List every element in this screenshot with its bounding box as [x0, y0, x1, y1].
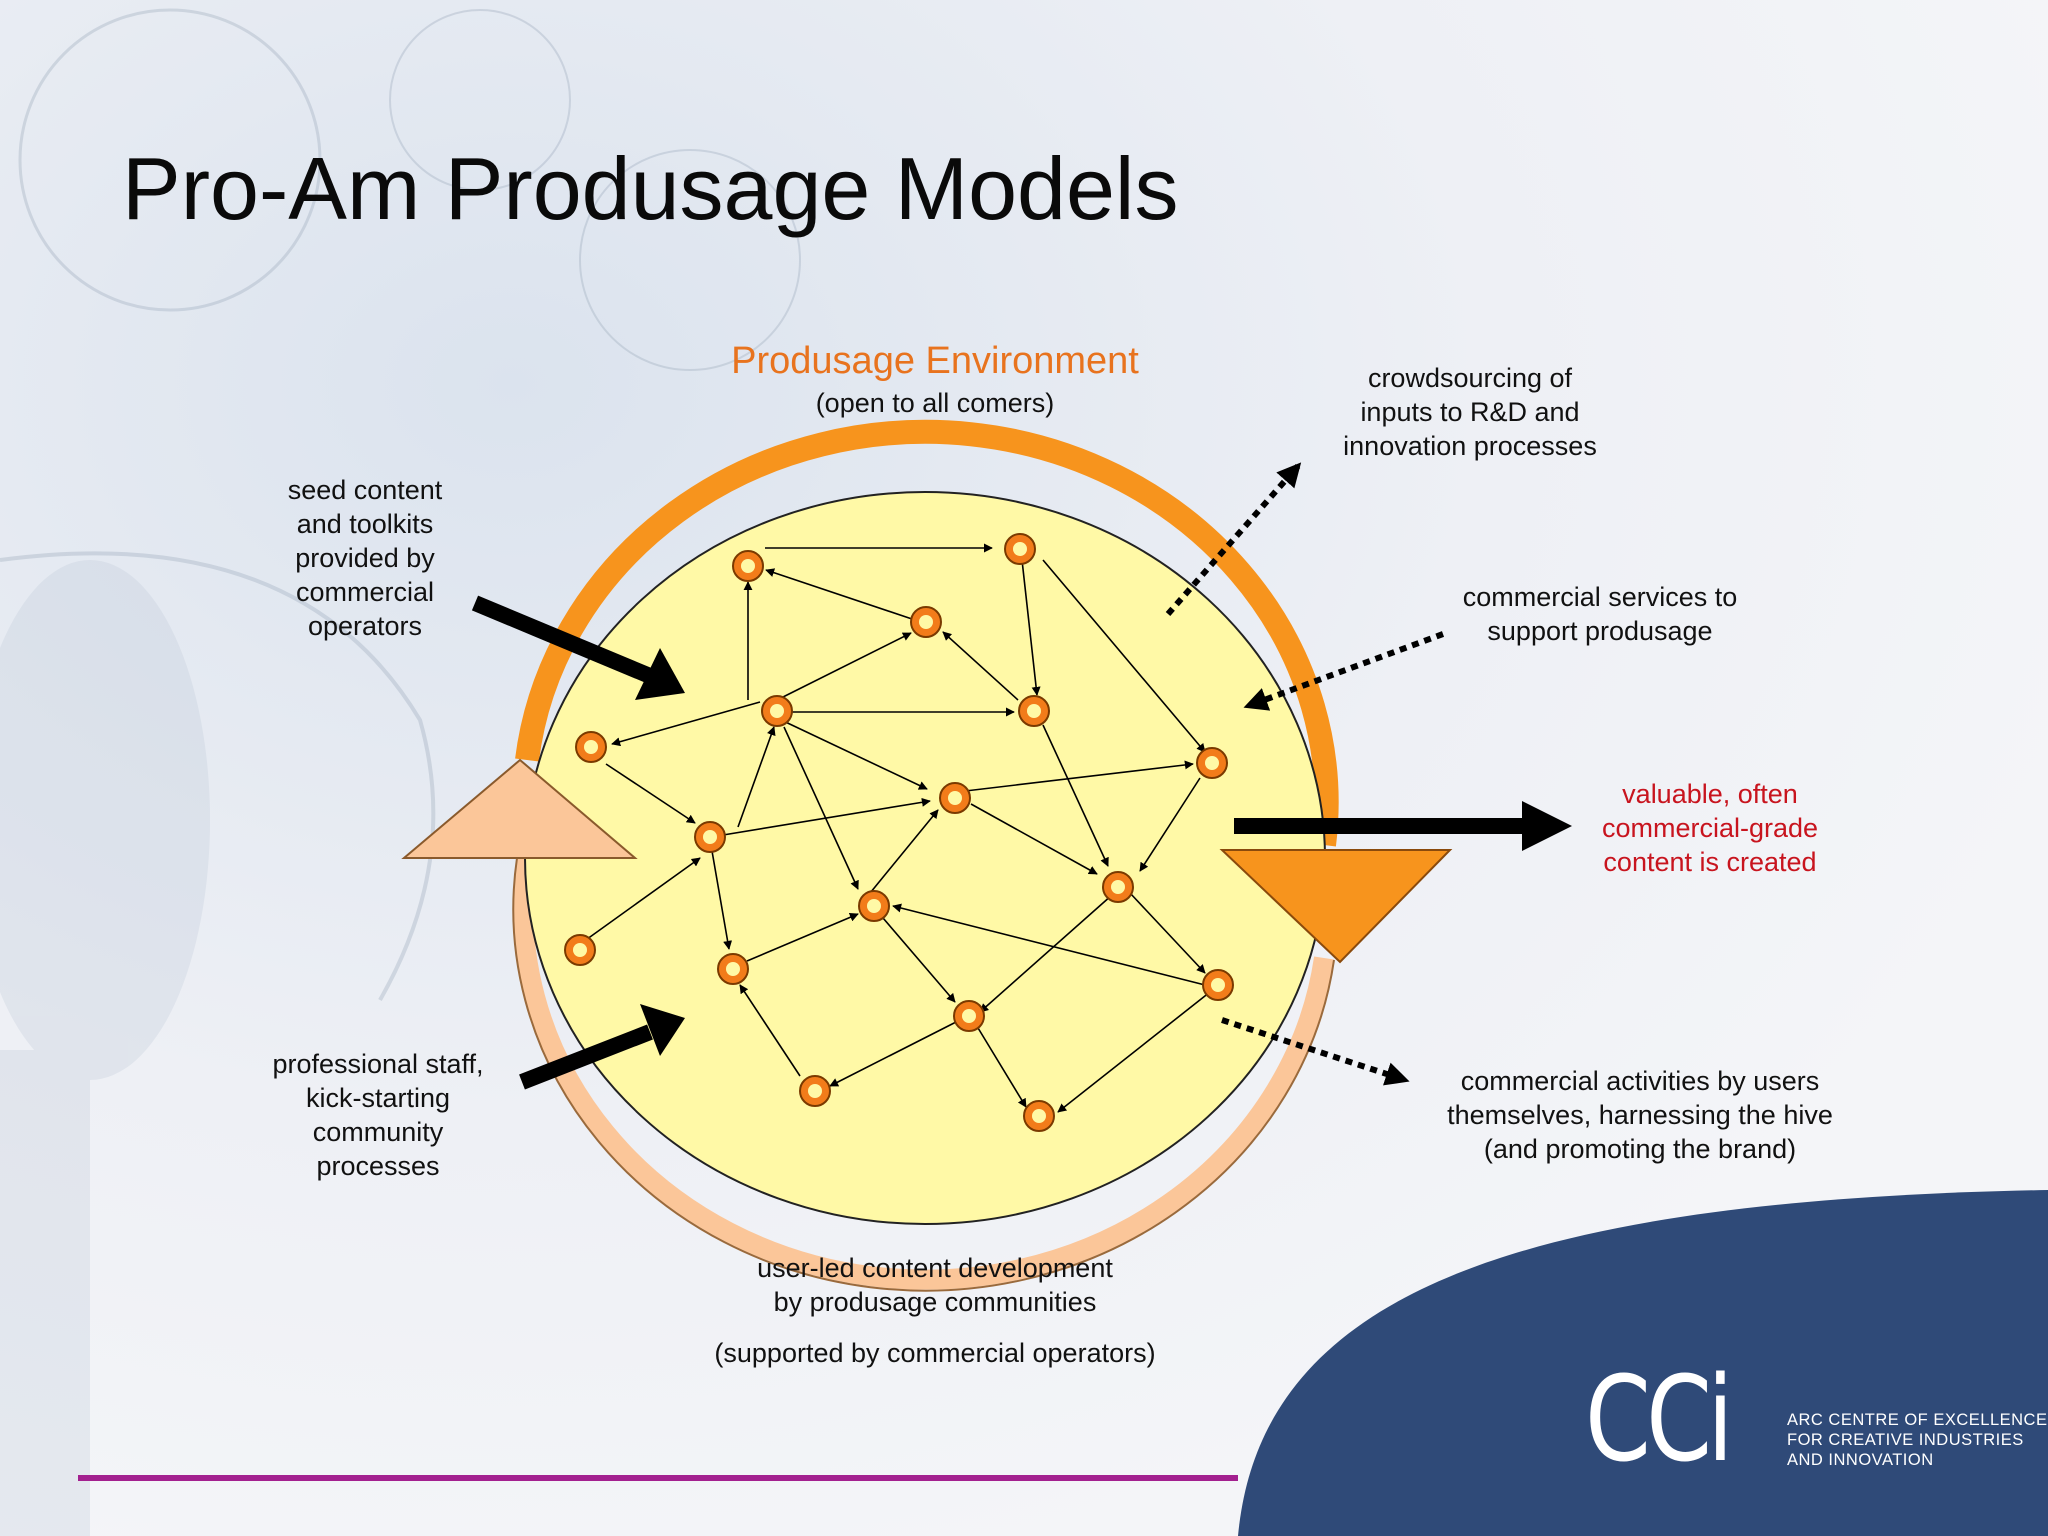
node — [694, 821, 726, 853]
environment-subtitle: (open to all comers) — [815, 388, 1055, 418]
commercial-activities-label: commercial activities by users themselve… — [1447, 1066, 1833, 1164]
footer-blue-shape — [1238, 1190, 2048, 1536]
cci-logo-text: ARC CENTRE OF EXCELLENCE FOR CREATIVE IN… — [1787, 1411, 2048, 1469]
node — [564, 934, 596, 966]
node — [1202, 969, 1234, 1001]
node — [732, 550, 764, 582]
node — [717, 953, 749, 985]
user-led-label: user-led content development by produsag… — [757, 1253, 1113, 1317]
dotted-arrows — [1165, 462, 1445, 1086]
node — [910, 606, 942, 638]
input-triangle — [401, 758, 638, 859]
produsage-circle — [524, 491, 1326, 1225]
node — [939, 782, 971, 814]
node — [1102, 871, 1134, 903]
peach-arc — [513, 856, 1334, 1290]
node — [575, 731, 607, 763]
professional-staff-label: professional staff, kick-starting commun… — [272, 1049, 484, 1181]
peach-arc-outline — [512, 857, 1335, 1292]
slide-title: Pro-Am Produsage Models — [122, 139, 1179, 238]
node — [1004, 533, 1036, 565]
seed-content-label: seed content and toolkits provided by co… — [287, 475, 443, 641]
orange-arc — [515, 419, 1339, 847]
environment-title: Produsage Environment — [731, 340, 1139, 382]
supported-label: (supported by commercial operators) — [714, 1338, 1156, 1368]
node — [1196, 747, 1228, 779]
node — [799, 1075, 831, 1107]
node — [953, 1000, 985, 1032]
crowdsourcing-label: crowdsourcing of inputs to R&D and innov… — [1343, 363, 1597, 461]
valuable-content-label: valuable, often commercial-grade content… — [1601, 779, 1819, 877]
node — [761, 695, 793, 727]
output-triangle — [1219, 849, 1453, 964]
thick-arrows — [471, 595, 1572, 1090]
node — [858, 890, 890, 922]
cci-logo-mark: CCi — [1585, 1350, 1733, 1488]
node — [1023, 1100, 1055, 1132]
commercial-services-label: commercial services to support produsage — [1462, 582, 1738, 646]
network-nodes — [564, 533, 1234, 1132]
node — [1018, 695, 1050, 727]
accent-line — [78, 1475, 1238, 1481]
network-edges — [582, 543, 1211, 1113]
